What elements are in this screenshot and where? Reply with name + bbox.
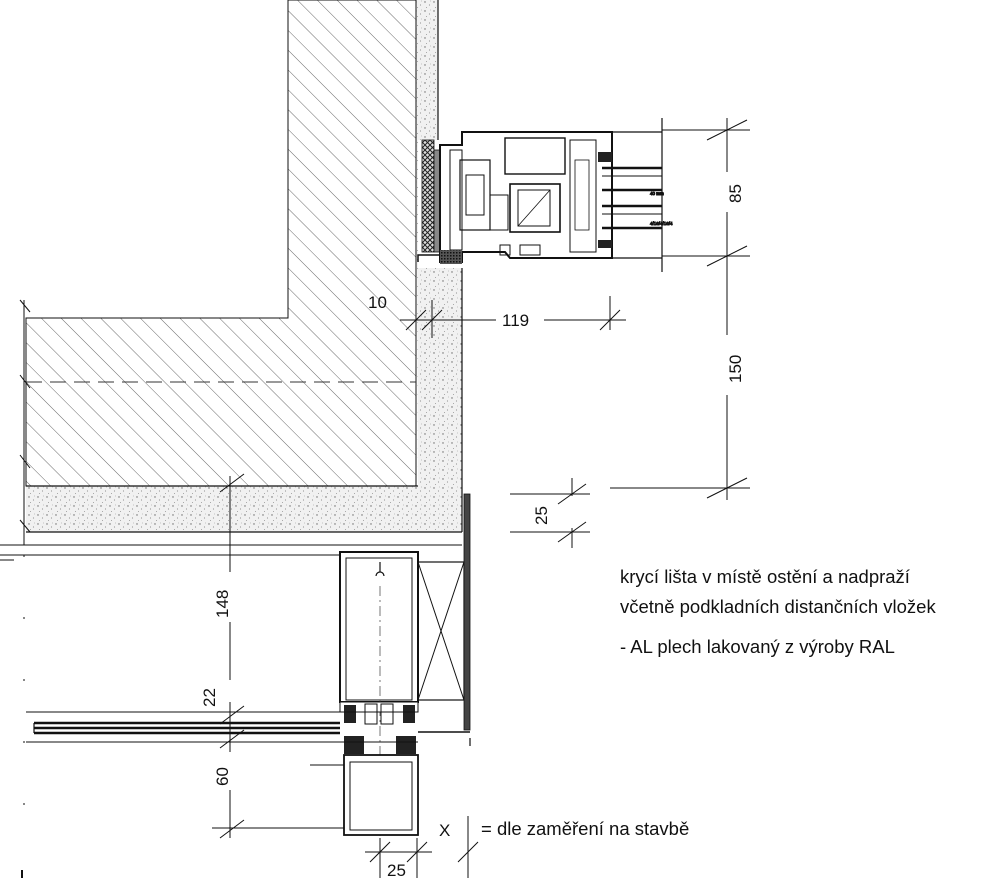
lower-frame [339, 551, 419, 838]
interior-lines [0, 299, 462, 878]
dim-148: 148 [213, 590, 232, 618]
glazing-lower [26, 711, 418, 766]
window-frame-upper [417, 131, 613, 264]
glazing-tag-thickness: 40 mm [650, 191, 664, 196]
glazing-upper: 40 mm 4/16/4/16/4 [602, 118, 674, 272]
dim-25-bottom: 25 [387, 861, 406, 878]
note-line-3: - AL plech lakovaný z výroby RAL [620, 636, 895, 657]
dim-x: X [439, 821, 450, 840]
dim-119: 119 [502, 311, 529, 330]
dim-10: 10 [368, 293, 387, 312]
masonry-wall [25, 0, 417, 487]
plaster-layer [26, 0, 463, 533]
dim-85: 85 [726, 184, 745, 203]
dim-25-right: 25 [532, 506, 551, 525]
dimension-lines [212, 118, 750, 878]
x-legend: = dle zaměření na stavbě [481, 818, 690, 839]
cover-strip [418, 493, 471, 746]
dim-22: 22 [200, 688, 219, 707]
dim-60: 60 [213, 767, 232, 786]
x-braced-box [417, 561, 465, 701]
glazing-tag-composition: 4/16/4/16/4 [650, 221, 673, 226]
note-line-1: krycí lišta v místě ostění a nadpraží [620, 566, 910, 587]
note-line-2: včetně podkladních distančních vložek [620, 596, 936, 617]
dim-150: 150 [726, 355, 745, 383]
